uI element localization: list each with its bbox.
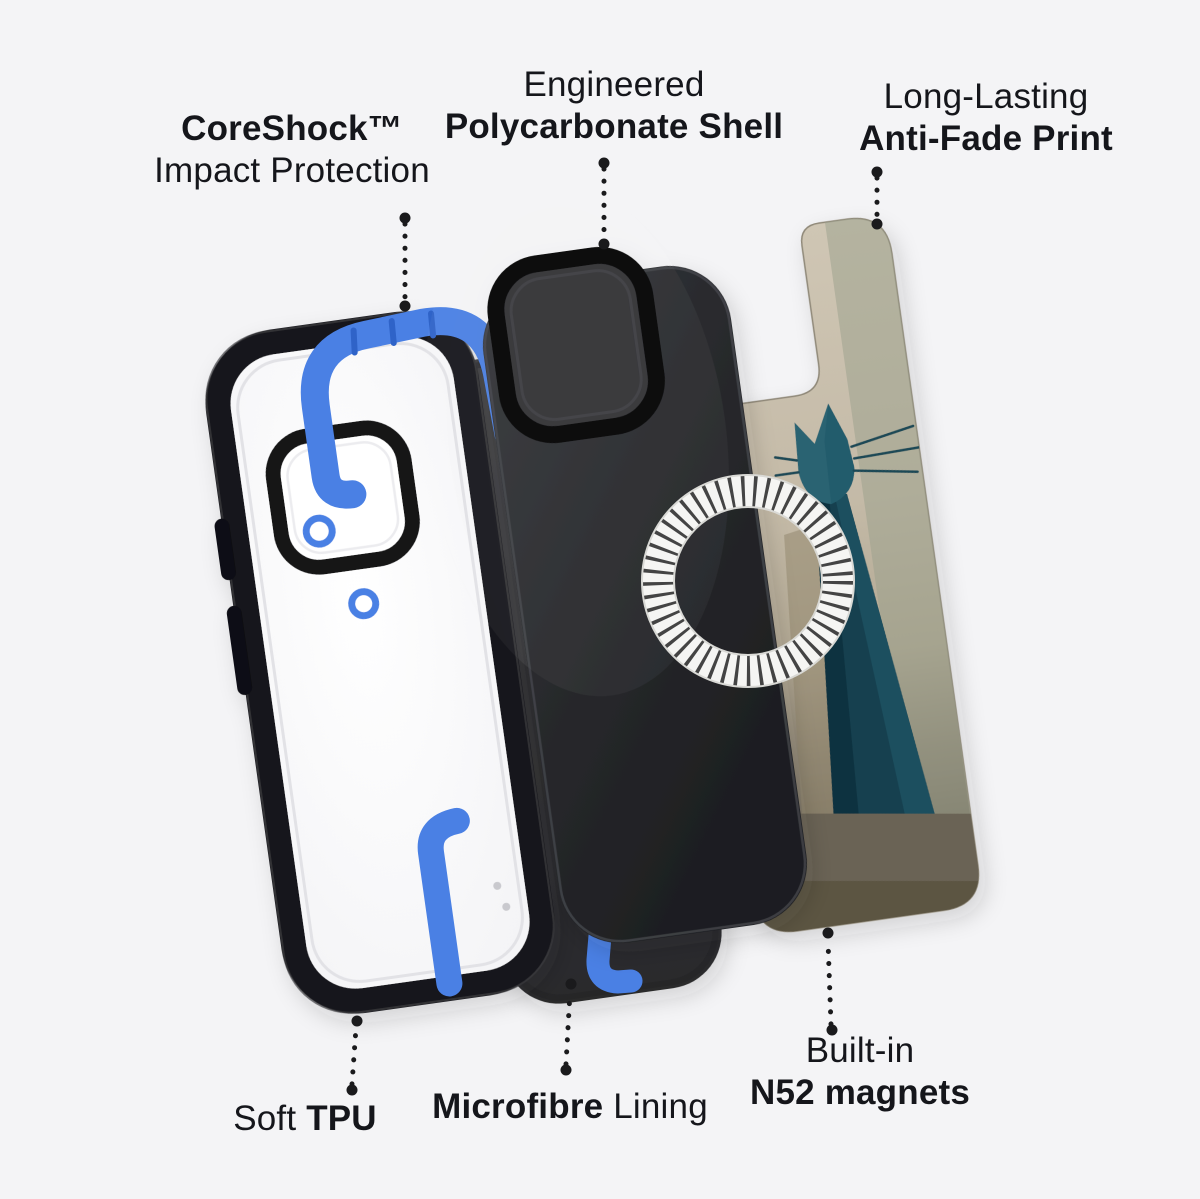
label-antifade-line2: Anti-Fade Print — [859, 119, 1113, 158]
connector-dot — [598, 238, 610, 250]
label-coreshock-line2: Impact Protection — [154, 151, 430, 190]
connector-coreshock — [399, 212, 411, 312]
label-antifade: Long-Lasting Anti-Fade Print — [776, 76, 1196, 160]
connector-microfibre — [560, 978, 577, 1076]
connector-dot — [871, 218, 883, 230]
label-n52-line2: N52 magnets — [749, 1073, 971, 1112]
shell-camera-cutout-inner — [509, 269, 643, 421]
label-soft-tpu: Soft TPU — [105, 1098, 505, 1140]
cat-body-light — [835, 493, 939, 831]
shell-camera-cutout — [487, 246, 665, 444]
label-polycarbonate-line1: Engineered — [523, 65, 705, 104]
connector-dot — [822, 927, 834, 939]
coreshock-bottom-band — [417, 807, 470, 997]
case-side-buttons — [214, 518, 253, 696]
label-n52: Built-in N52 magnets — [660, 1030, 1060, 1114]
connector-dot — [826, 1024, 838, 1036]
label-coreshock-line1: CoreShock™ — [181, 109, 403, 148]
label-n52-line1: Built-in — [805, 1031, 915, 1070]
connector-dot — [560, 1064, 572, 1076]
connector-dot — [565, 978, 577, 990]
label-soft-tpu-bold: TPU — [306, 1099, 377, 1138]
connector-polycarbonate — [598, 157, 610, 250]
label-polycarbonate: Engineered Polycarbonate Shell — [404, 64, 824, 148]
cat-whiskers — [773, 424, 922, 477]
plate-right-band — [824, 213, 984, 920]
connector-dot — [598, 157, 610, 169]
label-soft-tpu-normal: Soft — [233, 1099, 297, 1138]
label-polycarbonate-line2: Polycarbonate Shell — [444, 107, 784, 146]
label-antifade-line1: Long-Lasting — [883, 77, 1089, 116]
cat-head-shade — [824, 403, 855, 505]
plate-floor-dark — [750, 880, 984, 937]
connector-n52 — [822, 927, 838, 1036]
connector-soft-tpu — [346, 1015, 363, 1096]
label-microfibre-normal: Lining — [613, 1087, 708, 1126]
lens-ring-blue-small — [348, 588, 380, 620]
connector-antifade — [871, 166, 883, 230]
label-microfibre: Microfibre Lining — [370, 1086, 770, 1128]
label-microfibre-bold: Microfibre — [432, 1087, 604, 1126]
lens-ring-blue — [302, 514, 336, 548]
magsafe-ring — [641, 474, 855, 688]
connectors — [346, 157, 883, 1096]
connector-dot — [351, 1015, 363, 1027]
label-coreshock: CoreShock™ Impact Protection — [92, 108, 492, 192]
connector-dot — [399, 212, 411, 224]
coreshock-bottom-hook — [586, 924, 643, 994]
port-slots — [493, 881, 511, 911]
connector-dot — [871, 166, 883, 178]
connector-dot — [399, 300, 411, 312]
connector-dot — [346, 1084, 358, 1096]
